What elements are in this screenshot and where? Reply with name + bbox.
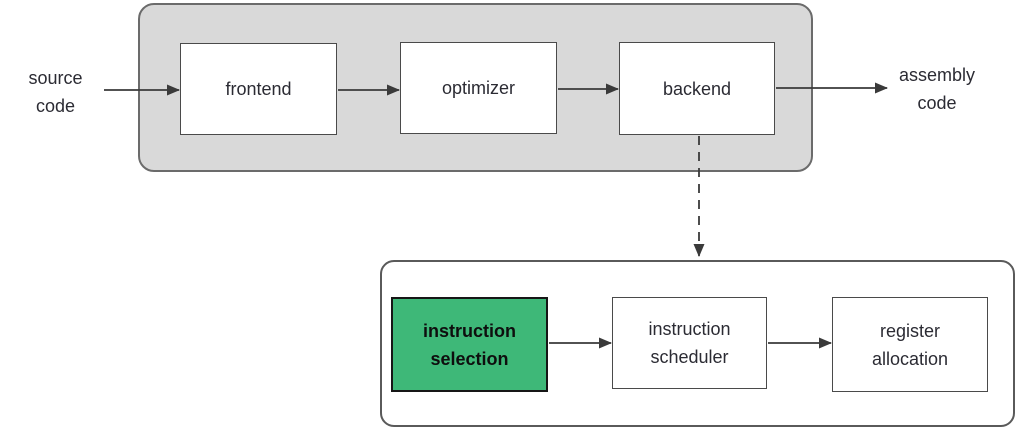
register-allocation-line1: register xyxy=(879,320,941,341)
optimizer-box: optimizer xyxy=(400,42,557,134)
optimizer-label: optimizer xyxy=(441,78,516,98)
instruction-selection-box: instruction selection xyxy=(391,297,548,392)
source-code-line1: source xyxy=(28,68,83,88)
source-code-line2: code xyxy=(35,96,76,116)
source-code-label: source code xyxy=(8,64,103,120)
backend-box: backend xyxy=(619,42,775,135)
instruction-scheduler-box: instruction scheduler xyxy=(612,297,767,389)
register-allocation-box: register allocation xyxy=(832,297,988,392)
register-allocation-line2: allocation xyxy=(871,348,949,369)
assembly-code-line1: assembly xyxy=(898,65,976,85)
instruction-selection-line2: selection xyxy=(430,348,509,369)
assembly-code-line2: code xyxy=(917,93,957,113)
frontend-label: frontend xyxy=(225,79,292,99)
backend-label: backend xyxy=(662,78,732,99)
frontend-box: frontend xyxy=(180,43,337,135)
instruction-selection-line1: instruction xyxy=(423,320,516,341)
instruction-scheduler-line1: instruction xyxy=(648,319,731,339)
instruction-scheduler-line2: scheduler xyxy=(650,347,729,367)
assembly-code-label: assembly code xyxy=(886,61,988,117)
